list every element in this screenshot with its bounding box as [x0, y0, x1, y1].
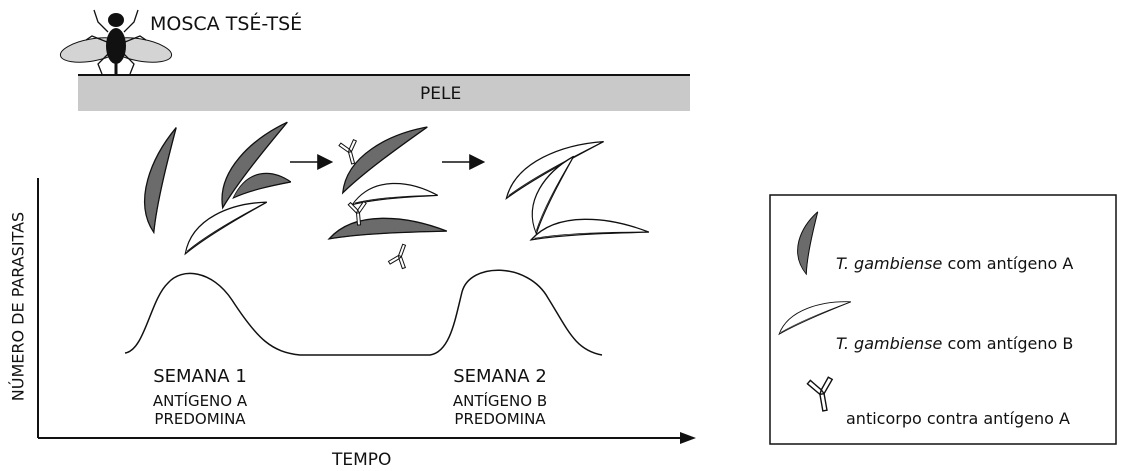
legend-item-a-species: T. gambiense — [836, 254, 942, 273]
parasite-a-icon — [330, 122, 437, 193]
parasite-group-1 — [127, 118, 303, 254]
legend-item-c: anticorpo contra antígeno A — [846, 409, 1070, 428]
legend-item-a-text: com antígeno A — [942, 254, 1073, 273]
fly-label: MOSCA TSÉ-TSÉ — [150, 13, 302, 35]
parasite-a-icon — [127, 125, 198, 232]
legend-item-c-text: anticorpo contra antígeno A — [846, 409, 1070, 428]
parasite-group-2 — [329, 122, 447, 269]
week2-title: SEMANA 2 — [440, 366, 560, 387]
skin-label: PELE — [420, 84, 461, 104]
x-axis-label: TEMPO — [332, 450, 391, 470]
y-axis-label: NÚMERO DE PARASITAS — [9, 202, 28, 412]
legend-item-a: T. gambiense com antígeno A — [836, 254, 1073, 273]
legend-item-b: T. gambiense com antígeno B — [836, 334, 1073, 353]
parasite-b-icon — [531, 211, 649, 256]
week2-line2: PREDOMINA — [440, 410, 560, 428]
axes — [38, 178, 696, 444]
x-axis-arrowhead — [680, 432, 696, 444]
week1-line2: PREDOMINA — [140, 410, 260, 428]
parasite-b-icon — [176, 197, 274, 254]
parasite-a-icon — [204, 118, 303, 208]
antibody-icon — [388, 242, 413, 270]
week1-title: SEMANA 1 — [140, 366, 260, 387]
week2-line1: ANTÍGENO B — [440, 392, 560, 410]
legend-item-b-species: T. gambiense — [836, 334, 942, 353]
parasite-count-curve — [125, 270, 602, 355]
week1-line1: ANTÍGENO A — [140, 392, 260, 410]
parasite-group-3 — [497, 137, 649, 256]
legend-item-b-text: com antígeno B — [942, 334, 1073, 353]
skin-band — [78, 75, 690, 111]
parasite-b-icon — [352, 176, 438, 219]
parasite-a-icon — [329, 210, 447, 255]
